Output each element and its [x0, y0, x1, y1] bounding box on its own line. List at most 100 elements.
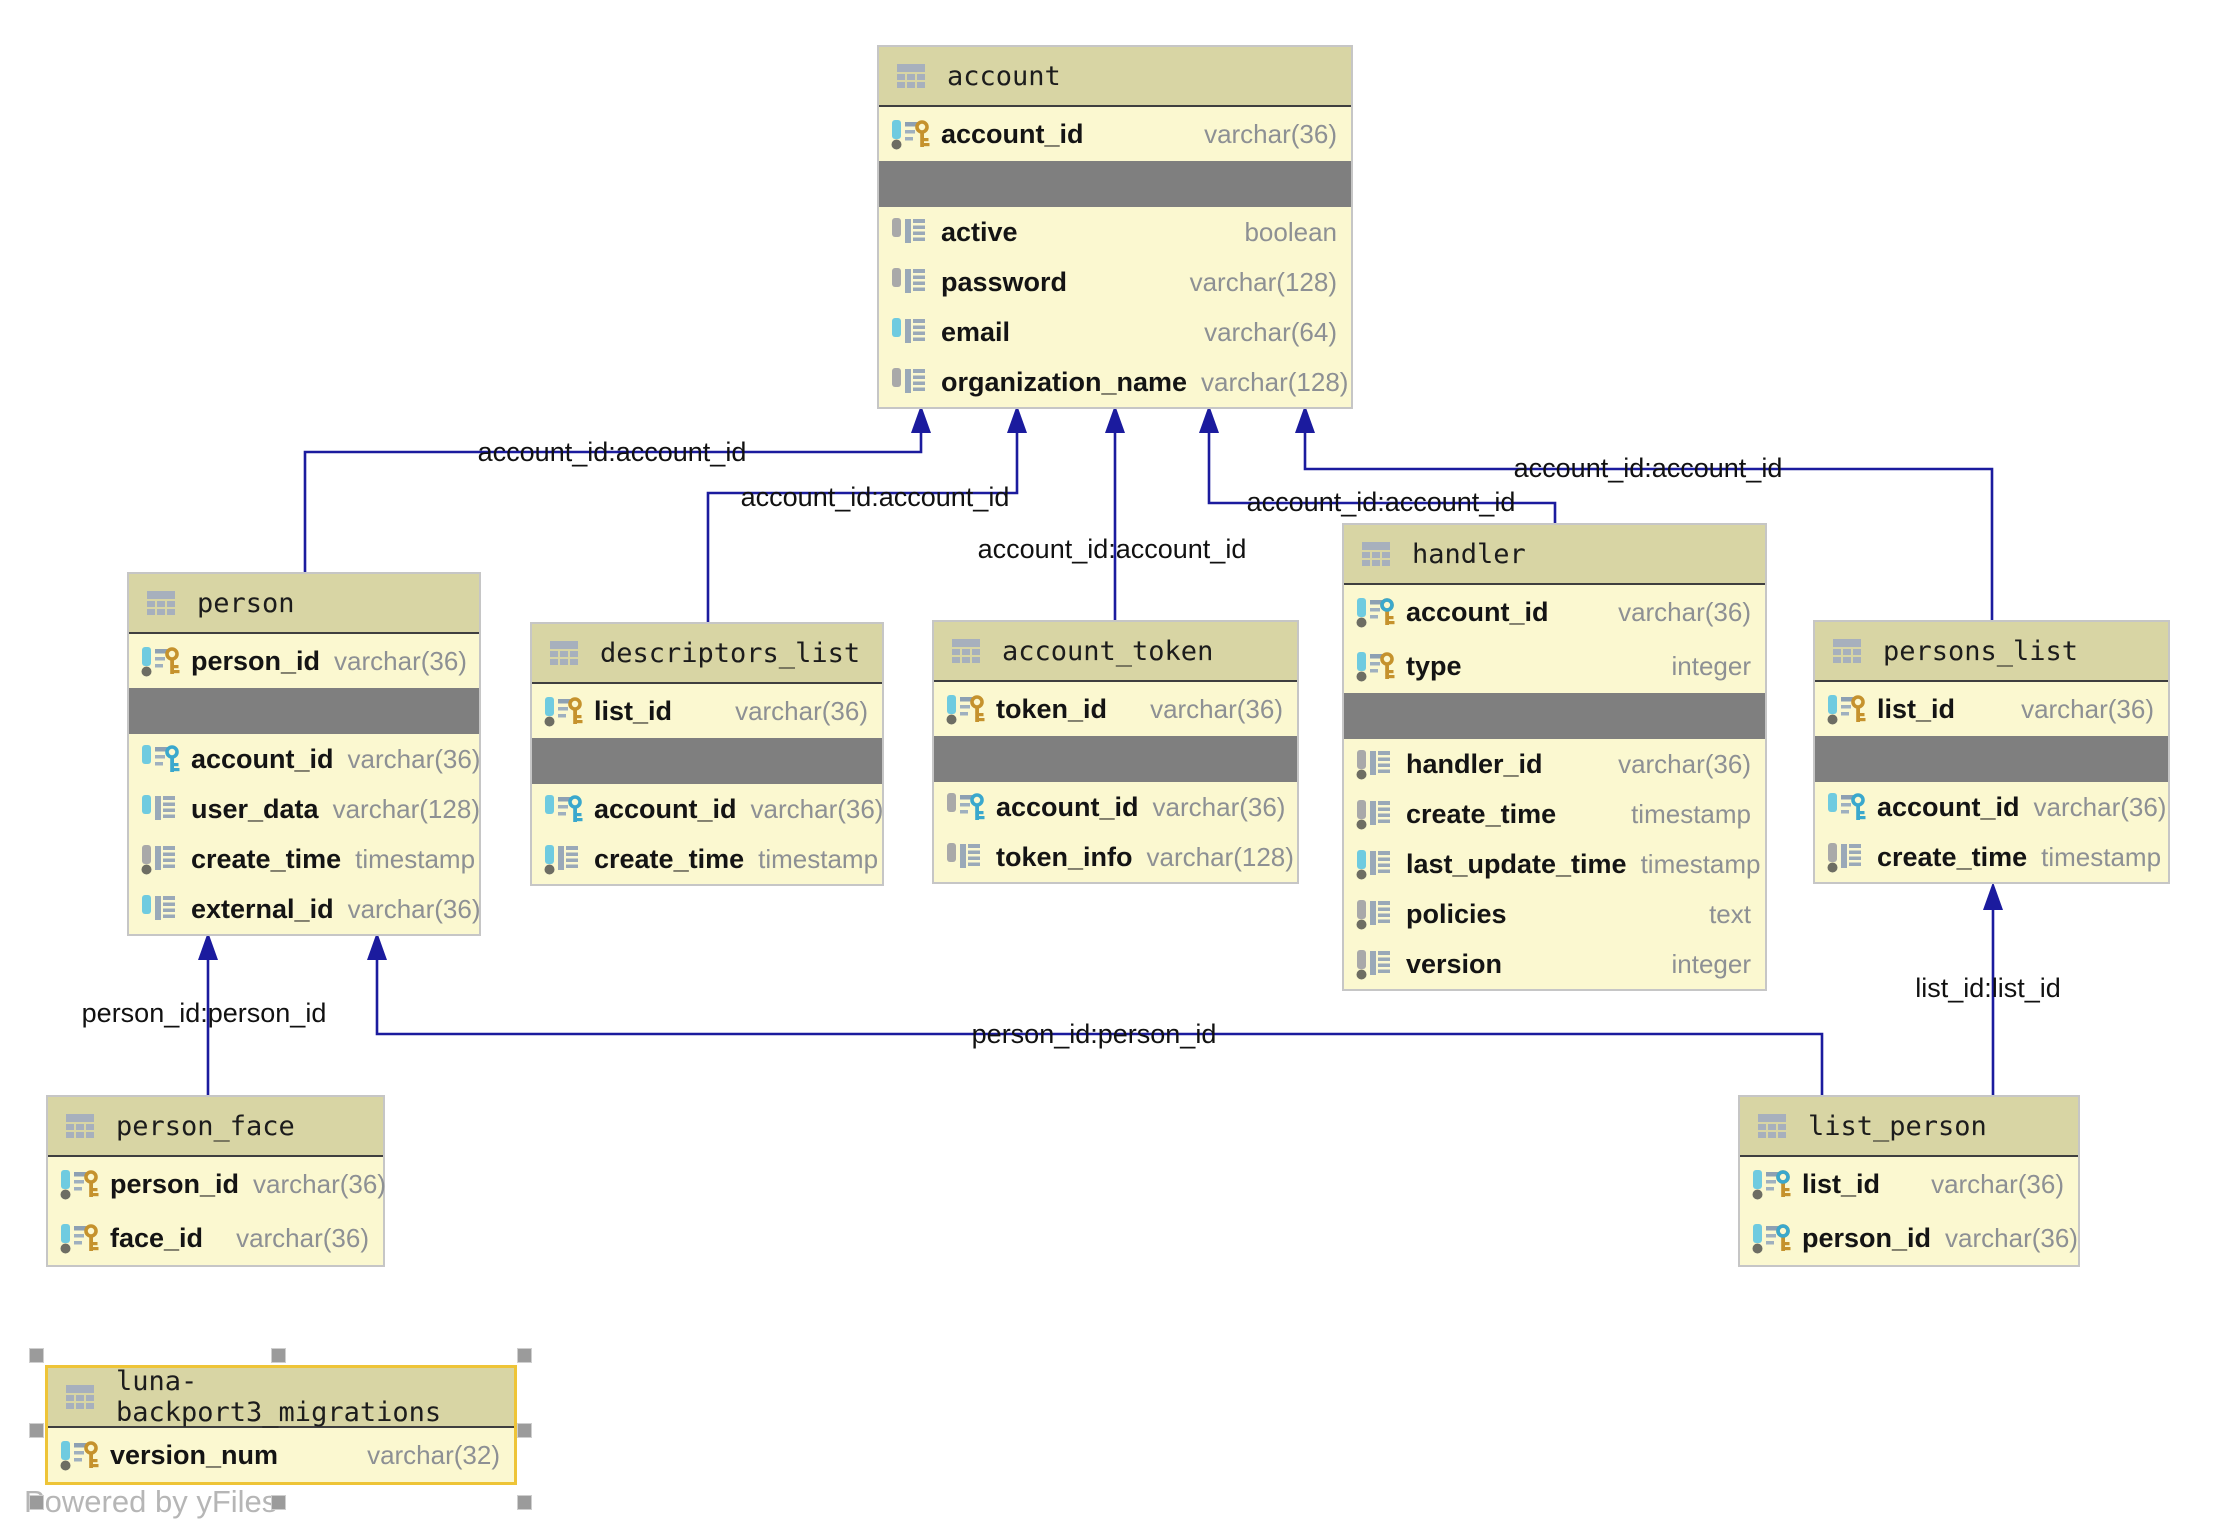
column-type: varchar(128) [1146, 841, 1294, 872]
column-type: timestamp [758, 843, 879, 874]
column-icon [1354, 947, 1398, 981]
key-separator [1344, 693, 1765, 739]
table-row[interactable]: password varchar(128) [879, 257, 1351, 307]
table-row[interactable]: create_time timestamp [532, 834, 882, 884]
column-name: face_id [110, 1222, 204, 1253]
table-row[interactable]: account_id varchar(36) [934, 782, 1297, 832]
table-row[interactable]: account_id varchar(36) [129, 734, 480, 784]
table-row[interactable]: list_id varchar(36) [1740, 1157, 2078, 1211]
table-row[interactable]: email varchar(64) [879, 307, 1351, 357]
foreign-key-icon [944, 790, 988, 824]
table-row[interactable]: list_id varchar(36) [532, 684, 882, 738]
table-row[interactable]: person_id varchar(36) [48, 1157, 386, 1211]
table-row[interactable]: version_num varchar(32) [48, 1428, 514, 1482]
table-header[interactable]: handler [1344, 525, 1765, 585]
table-row[interactable]: account_id varchar(36) [532, 784, 883, 834]
table-account[interactable]: account account_id varchar(36) active bo… [877, 45, 1353, 409]
relationship-edge[interactable] [1303, 433, 1994, 620]
selection-handle[interactable] [517, 1348, 532, 1363]
selection-handle[interactable] [29, 1423, 44, 1438]
relationship-edge[interactable] [303, 433, 923, 572]
table-row[interactable]: active boolean [879, 207, 1351, 257]
table-row[interactable]: type integer [1344, 639, 1765, 693]
table-header[interactable]: account [879, 47, 1351, 107]
table-row[interactable]: create_time timestamp [1344, 789, 1765, 839]
table-row[interactable]: face_id varchar(36) [48, 1211, 383, 1265]
table-list-person[interactable]: list_person list_id varchar(36) person_i… [1738, 1095, 2080, 1267]
table-row[interactable]: token_info varchar(128) [934, 832, 1297, 882]
table-row[interactable]: create_time timestamp [129, 834, 479, 884]
table-descriptors-list[interactable]: descriptors_list list_id varchar(36) acc… [530, 622, 884, 886]
relationship-edge[interactable] [375, 960, 1824, 1095]
table-row[interactable]: account_id varchar(36) [1815, 782, 2168, 832]
table-title: account [947, 60, 1061, 92]
edge-arrowhead [1105, 405, 1125, 433]
edge-arrowhead [911, 405, 931, 433]
selection-handle[interactable] [29, 1348, 44, 1363]
edge-label: account_id:account_id [741, 482, 1010, 512]
edge-label: account_id:account_id [1514, 453, 1783, 483]
table-header[interactable]: list_person [1740, 1097, 2078, 1157]
table-header[interactable]: descriptors_list [532, 624, 882, 684]
table-header[interactable]: persons_list [1815, 622, 2168, 682]
table-row[interactable]: list_id varchar(36) [1815, 682, 2168, 736]
column-name: list_id [1877, 693, 1956, 724]
table-row[interactable]: user_data varchar(128) [129, 784, 480, 834]
table-title: descriptors_list [600, 637, 861, 669]
column-name: list_id [1802, 1168, 1881, 1199]
selection-handle[interactable] [271, 1348, 286, 1363]
table-row[interactable]: create_time timestamp [1815, 832, 2168, 882]
column-icon [139, 842, 183, 876]
column-type: timestamp [1640, 848, 1761, 879]
table-handler[interactable]: handler account_id varchar(36) type inte… [1342, 523, 1767, 991]
column-name: token_info [996, 841, 1133, 872]
relationship-edge[interactable] [1207, 433, 1557, 523]
table-persons-list[interactable]: persons_list list_id varchar(36) account… [1813, 620, 2170, 884]
table-row[interactable]: last_update_time timestamp [1344, 839, 1765, 889]
column-name: person_id [191, 645, 321, 676]
edge-label: account_id:account_id [978, 534, 1247, 564]
table-row[interactable]: person_id varchar(36) [1740, 1211, 2078, 1265]
table-row[interactable]: token_id varchar(36) [934, 682, 1297, 736]
table-row[interactable]: external_id varchar(36) [129, 884, 481, 934]
column-icon [139, 892, 183, 926]
selection-handle[interactable] [271, 1495, 286, 1510]
table-row[interactable]: policies text [1344, 889, 1765, 939]
table-luna-backport3-migrations[interactable]: luna-backport3_migrations version_num va… [45, 1365, 517, 1485]
table-row[interactable]: account_id varchar(36) [879, 107, 1351, 161]
table-person[interactable]: person person_id varchar(36) account_id … [127, 572, 481, 936]
table-header[interactable]: account_token [934, 622, 1297, 682]
table-title: person_face [116, 1110, 295, 1142]
key-separator [879, 161, 1351, 207]
column-name: token_id [996, 693, 1108, 724]
relationship-edge[interactable] [706, 433, 1019, 622]
table-row[interactable]: account_id varchar(36) [1344, 585, 1765, 639]
selection-handle[interactable] [517, 1495, 532, 1510]
column-name: external_id [191, 893, 334, 924]
table-header[interactable]: person_face [48, 1097, 383, 1157]
table-row[interactable]: organization_name varchar(128) [879, 357, 1351, 407]
table-header[interactable]: luna-backport3_migrations [48, 1366, 514, 1428]
key-separator [1815, 736, 2168, 782]
column-name: account_id [1877, 791, 2020, 822]
column-icon [139, 792, 183, 826]
table-row[interactable]: version integer [1344, 939, 1765, 989]
edge-label: account_id:account_id [1247, 487, 1516, 517]
column-name: create_time [191, 843, 342, 874]
table-row[interactable]: person_id varchar(36) [129, 634, 479, 688]
table-account-token[interactable]: account_token token_id varchar(36) accou… [932, 620, 1299, 884]
selection-handle[interactable] [517, 1423, 532, 1438]
table-person-face[interactable]: person_face person_id varchar(36) face_i… [46, 1095, 386, 1267]
column-name: handler_id [1406, 748, 1543, 779]
selection-handle[interactable] [29, 1495, 44, 1510]
table-row[interactable]: handler_id varchar(36) [1344, 739, 1765, 789]
foreign-key-icon [542, 792, 586, 826]
column-icon [1354, 897, 1398, 931]
edge-arrowhead [198, 932, 218, 960]
edge-label: list_id:list_id [1915, 973, 2061, 1003]
column-name: account_id [996, 791, 1139, 822]
key-separator [129, 688, 479, 734]
table-header[interactable]: person [129, 574, 479, 634]
primary-key-icon [139, 644, 183, 678]
column-type: varchar(64) [1204, 316, 1337, 347]
